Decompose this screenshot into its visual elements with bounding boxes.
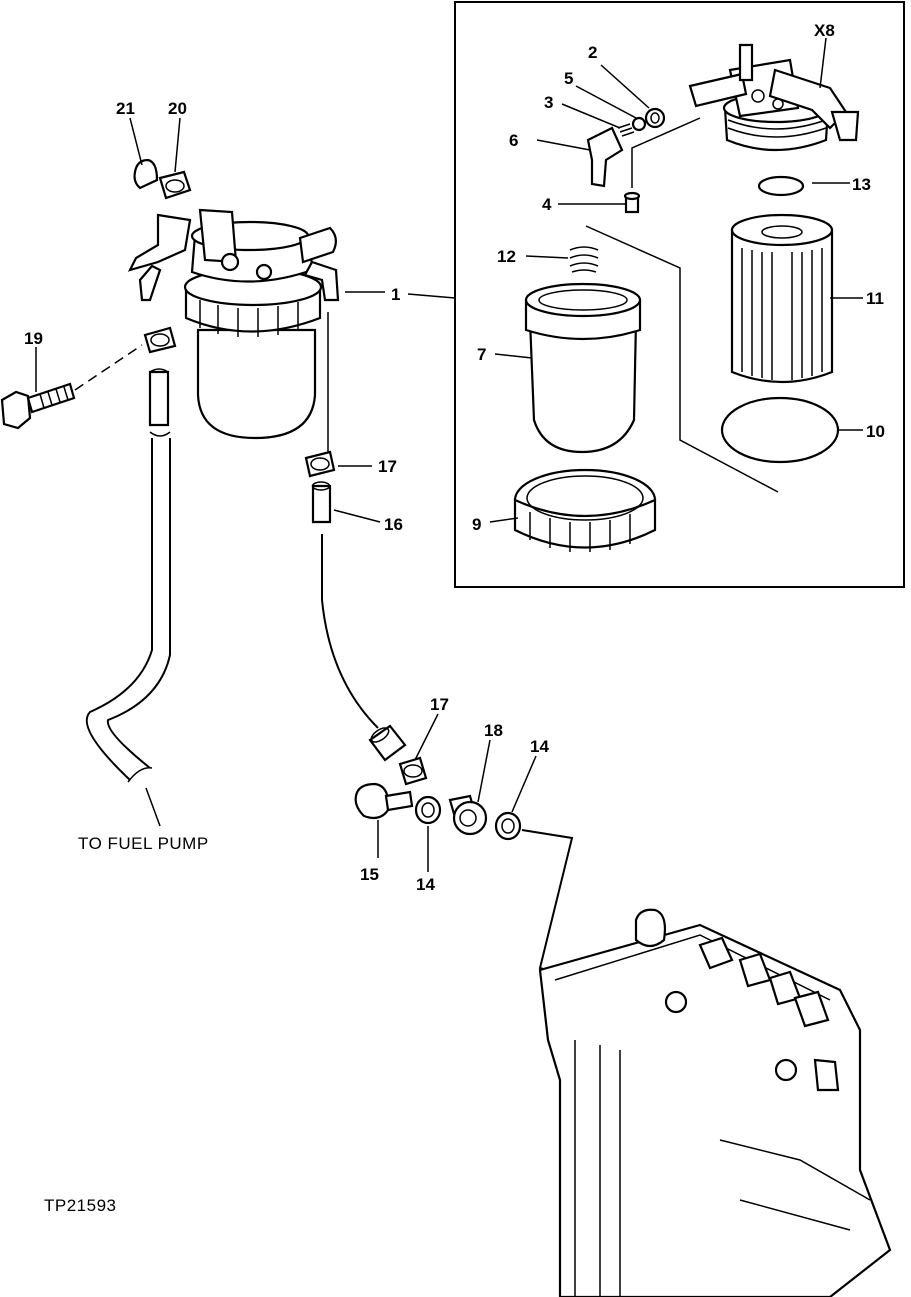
figure-id: TP21593 [44,1196,117,1215]
leader-19 [74,344,143,391]
part-2-fitting [644,107,666,129]
callout-14-right: 14 [530,737,549,756]
part-20-clamp [158,170,192,200]
part-14b-washer [494,811,522,841]
callout-21: 21 [116,99,135,118]
part-17b-hose-clamp [368,724,428,786]
callout-x8: X8 [814,21,835,40]
callout-2: 2 [588,43,597,62]
leader-lines [35,37,863,872]
callout-1: 1 [391,285,400,304]
callout-12: 12 [497,247,516,266]
part-18-banjo-fitting [448,794,488,836]
callout-6: 6 [509,131,518,150]
callout-20: 20 [168,99,187,118]
leader-4-to-head [631,117,701,188]
callout-9: 9 [472,515,481,534]
leader-fuel-pump [145,787,161,827]
part-11-filter-element [730,213,834,384]
fuel-line [321,534,379,729]
hose-clamp-upper [143,326,177,354]
callout-11: 11 [866,289,884,308]
callout-5: 5 [564,69,573,88]
part-13-o-ring [757,175,805,197]
part-5-o-ring [631,116,647,132]
part-21-cap [133,158,159,190]
part-19-bolt [0,382,76,430]
part-9-ring-nut [513,468,657,552]
hose-to-fuel-pump [85,368,171,783]
callout-7: 7 [477,345,486,364]
part-7-bowl [524,282,642,454]
part-4-screw [623,191,641,214]
callout-14-left: 14 [416,875,435,894]
part-14a-washer [414,795,442,825]
detail-inset-frame [454,1,905,588]
callout-3: 3 [544,93,553,112]
callout-17-lower: 17 [430,695,449,714]
callout-4: 4 [542,195,552,214]
leader-12-to-11 [585,225,779,493]
part-12-spring [569,246,599,273]
callout-18: 18 [484,721,503,740]
part-16-hose [311,481,332,524]
fuel-filter-assembly [127,208,340,440]
callout-13: 13 [852,175,871,194]
caption-to-fuel-pump: TO FUEL PUMP [78,834,209,853]
part-17a-clamp [304,450,336,478]
part-x8-filter-head [688,43,860,152]
part-3-spring [617,123,635,137]
callout-16: 16 [384,515,403,534]
callout-15: 15 [360,865,379,884]
callout-19: 19 [24,329,43,348]
callout-17-upper: 17 [378,457,397,476]
part-15-banjo-bolt [354,782,414,820]
fuel-injection-pump [538,908,892,1297]
callout-10: 10 [866,422,885,441]
part-10-gasket [720,396,840,464]
part-6-lever [586,126,624,188]
